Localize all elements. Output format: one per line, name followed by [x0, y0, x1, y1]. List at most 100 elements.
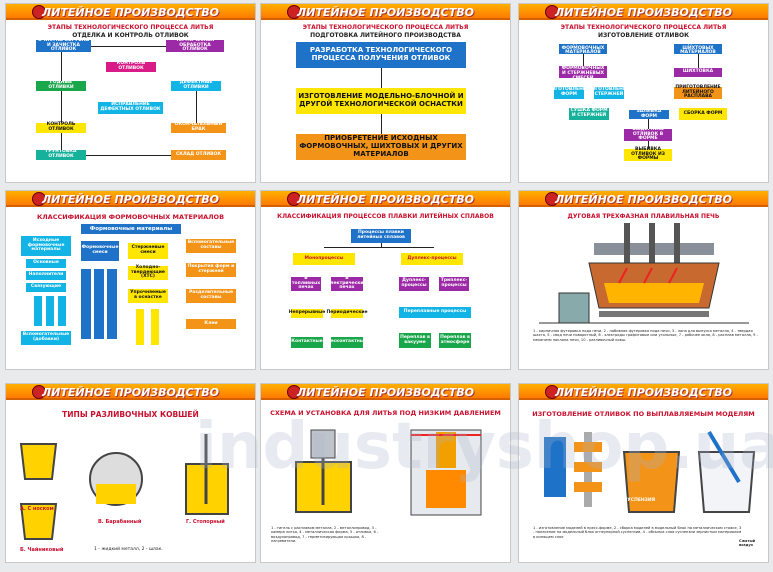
box-cores: ИЗГОТОВЛЕНИЕ СТЕРЖНЕЙ	[588, 87, 630, 99]
poster-investment-casting[interactable]: ЛИТЕЙНОЕ ПРОИЗВОДСТВО ИЗГОТОВЛЕНИЕ ОТЛИВ…	[518, 383, 769, 563]
box-core-mixes: Стержневые смеси	[128, 243, 168, 259]
low-pressure-caption: 1 - тигель с расплавом металла, 2 - мета…	[271, 526, 379, 543]
poster-ladle-types[interactable]: ЛИТЕЙНОЕ ПРОИЗВОДСТВО ТИПЫ РАЗЛИВОЧНЫХ К…	[5, 383, 256, 563]
box-vacuum: Переплав в вакууме	[399, 333, 431, 348]
poster-title: ТИПЫ РАЗЛИВОЧНЫХ КОВШЕЙ	[62, 410, 199, 419]
box-control-2: КОНТРОЛЬ ОТЛИВОК	[36, 122, 86, 133]
box-remelting: Переплавные процессы	[399, 307, 471, 318]
poster-title: ДУГОВАЯ ТРЕХФАЗНАЯ ПЛАВИЛЬНАЯ ПЕЧЬ	[567, 213, 720, 220]
box-glues: Клеи	[186, 319, 236, 329]
box-duplex: Дуплекс-процессы	[399, 277, 429, 291]
header-title: ЛИТЕЙНОЕ ПРОИЗВОДСТВО	[555, 193, 732, 206]
box-fillers: Наполнители	[26, 271, 66, 280]
logo-icon	[32, 385, 46, 399]
box-hardened: Упрочняемые в оснастке	[128, 289, 168, 303]
poster-header: ЛИТЕЙНОЕ ПРОИЗВОДСТВО	[519, 4, 768, 20]
logo-icon	[287, 5, 301, 19]
box-fuel: В топливных печах	[291, 275, 321, 291]
box-melt: ПРИГОТОВЛЕНИЕ ЛИТЕЙНОГО РАСПЛАВА	[674, 84, 722, 100]
box-triplex: Триплекс-процессы	[439, 277, 469, 291]
box-auxiliary: Вспомогательные составы	[186, 239, 236, 253]
poster-header: ЛИТЕЙНОЕ ПРОИЗВОДСТВО	[6, 191, 255, 207]
header-title: ЛИТЕЙНОЕ ПРОИЗВОДСТВО	[297, 6, 474, 19]
poster-header: ЛИТЕЙНОЕ ПРОИЗВОДСТВО	[519, 384, 768, 400]
box-molds: ИЗГОТОВЛЕНИЕ ФОРМ	[548, 87, 590, 99]
poster-title: ИЗГОТОВЛЕНИЕ ОТЛИВОК ПО ВЫПЛАВЛЯЕМЫМ МОД…	[532, 410, 755, 418]
ladle-v-label: В. Барабанный	[98, 519, 142, 525]
poster-preparation[interactable]: ЛИТЕЙНОЕ ПРОИЗВОДСТВО ЭТАПЫ ТЕХНОЛОГИЧЕС…	[260, 3, 511, 183]
box-assembly: СБОРКА ФОРМ	[679, 108, 727, 120]
ladle-g-label: Г. Стопорный	[186, 519, 225, 525]
poster-subtitle: ПОДГОТОВКА ЛИТЕЙНОГО ПРОИЗВОДСТВА	[310, 32, 461, 39]
box-contact: Контактные	[291, 337, 323, 348]
poster-subtitle: ОТДЕЛКА И КОНТРОЛЬ ОТЛИВОК	[72, 32, 189, 39]
box-separating: Разделительные составы	[186, 289, 236, 303]
box-control: КОНТРОЛЬ ОТЛИВОК	[106, 61, 156, 72]
box-charge-materials: ПОДГОТОВКА ШИХТОВЫХ МАТЕРИАЛОВ	[674, 41, 722, 55]
header-title: ЛИТЕЙНОЕ ПРОИЗВОДСТВО	[555, 386, 732, 399]
box-process-design: РАЗРАБОТКА ТЕХНОЛОГИЧЕСКОГО ПРОЦЕССА ПОЛ…	[296, 42, 466, 68]
box-melting-root: Процессы плавки литейных сплавов	[351, 229, 411, 243]
furnace-caption: 1 - кирпичная футеровка пода печи, 2 - н…	[533, 329, 758, 342]
header-title: ЛИТЕЙНОЕ ПРОИЗВОДСТВО	[297, 193, 474, 206]
box-contactless: Бесконтактные	[327, 337, 367, 348]
logo-icon	[32, 192, 46, 206]
poster-header: ЛИТЕЙНОЕ ПРОИЗВОДСТВО	[519, 191, 768, 207]
poster-title: ЭТАПЫ ТЕХНОЛОГИЧЕСКОГО ПРОЦЕССА ЛИТЬЯ	[560, 24, 727, 31]
logo-icon	[32, 5, 46, 19]
poster-title: ЭТАПЫ ТЕХНОЛОГИЧЕСКОГО ПРОЦЕССА ЛИТЬЯ	[47, 24, 214, 31]
box-molding-mixes: Формовочные смеси	[81, 241, 119, 261]
box-charging: ШИХТОВКА	[674, 68, 722, 77]
poster-casting-production[interactable]: ЛИТЕЙНОЕ ПРОИЗВОДСТВО ЭТАПЫ ТЕХНОЛОГИЧЕС…	[518, 3, 769, 183]
box-storage: СКЛАД ОТЛИВОК	[171, 150, 226, 160]
box-additives: Вспомогательные (добавки)	[21, 331, 71, 345]
box-drying: СУШКА ФОРМ И СТЕРЖНЕЙ	[569, 108, 609, 120]
poster-header: ЛИТЕЙНОЕ ПРОИЗВОДСТВО	[6, 384, 255, 400]
box-correction: ИСПРАВЛЕНИЕ ДЕФЕКТНЫХ ОТЛИВОК	[98, 102, 163, 114]
box-atmosphere: Переплав в атмосфере	[439, 333, 471, 348]
poster-low-pressure[interactable]: ЛИТЕЙНОЕ ПРОИЗВОДСТВО СХЕМА И УСТАНОВКА …	[260, 383, 511, 563]
poster-title: ЭТАПЫ ТЕХНОЛОГИЧЕСКОГО ПРОЦЕССА ЛИТЬЯ	[302, 24, 469, 31]
poster-melting-processes[interactable]: ЛИТЕЙНОЕ ПРОИЗВОДСТВО КЛАССИФИКАЦИЯ ПРОЦ…	[260, 190, 511, 370]
box-electric: В электрических печах	[327, 275, 367, 291]
box-defect: ДЕФЕКТНЫЕ ОТЛИВКИ	[171, 80, 221, 91]
poster-title: КЛАССИФИКАЦИЯ ФОРМОВОЧНЫХ МАТЕРИАЛОВ	[36, 213, 225, 221]
box-cleaning: ОЧИСТКА ОБРУБКА И ЗАЧИСТКА ОТЛИВОК	[36, 38, 91, 52]
box-holding: ВЫДЕРЖКА ОТЛИВОК В ФОРМЕ	[624, 127, 672, 141]
poster-header: ЛИТЕЙНОЕ ПРОИЗВОДСТВО	[261, 191, 510, 207]
box-tooling: ИЗГОТОВЛЕНИЕ МОДЕЛЬНО-БЛОЧНОЙ И ДРУГОЙ Т…	[296, 88, 466, 114]
box-raw: Исходные формовочные материалы	[21, 236, 71, 256]
header-title: ЛИТЕЙНОЕ ПРОИЗВОДСТВО	[555, 6, 732, 19]
box-molding-materials-root: Формовочные материалы	[81, 224, 181, 234]
poster-header: ЛИТЕЙНОЕ ПРОИЗВОДСТВО	[6, 4, 255, 20]
ladles-diagram	[19, 434, 229, 540]
box-xtc: Холодно-твердеющие (ХТС)	[128, 265, 168, 280]
header-title: ЛИТЕЙНОЕ ПРОИЗВОДСТВО	[42, 193, 219, 206]
box-materials: ПРИОБРЕТЕНИЕ ИСХОДНЫХ ФОРМОВОЧНЫХ, ШИХТО…	[296, 134, 466, 160]
box-molding-materials: ПОДГОТОВКА ФОРМОВОЧНЫХ МАТЕРИАЛОВ	[559, 41, 607, 55]
poster-header: ЛИТЕЙНОЕ ПРОИЗВОДСТВО	[261, 384, 510, 400]
header-title: ЛИТЕЙНОЕ ПРОИЗВОДСТВО	[42, 386, 219, 399]
poster-finishing-control[interactable]: ЛИТЕЙНОЕ ПРОИЗВОДСТВО ЭТАПЫ ТЕХНОЛОГИЧЕС…	[5, 3, 256, 183]
box-mixtures: ПРИГОТОВЛЕНИЕ ФОРМОВОЧНЫХ И СТЕРЖНЕВЫХ С…	[559, 61, 607, 81]
poster-molding-materials[interactable]: ЛИТЕЙНОЕ ПРОИЗВОДСТВО КЛАССИФИКАЦИЯ ФОРМ…	[5, 190, 256, 370]
arc-furnace-diagram	[539, 223, 749, 324]
poster-header: ЛИТЕЙНОЕ ПРОИЗВОДСТВО	[261, 4, 510, 20]
header-title: ЛИТЕЙНОЕ ПРОИЗВОДСТВО	[42, 6, 219, 19]
box-mono: Монопроцессы	[293, 253, 355, 265]
ladles-caption: 1 - жидкий металл, 2 - шлак.	[94, 547, 163, 552]
box-duplex-header: Дуплекс-процессы	[401, 253, 463, 265]
ladle-a-label: А. С носком	[20, 506, 54, 512]
box-coatings: Покрытия форм и стержней	[186, 263, 236, 277]
logo-icon	[545, 192, 559, 206]
poster-subtitle: ИЗГОТОВЛЕНИЕ ОТЛИВОК	[597, 32, 690, 39]
poster-title: СХЕМА И УСТАНОВКА ДЛЯ ЛИТЬЯ ПОД НИЗКИМ Д…	[270, 409, 501, 417]
compressed-air-label: Сжатый воздух	[739, 539, 756, 547]
ladle-b-label: Б. Чайниковый	[20, 547, 64, 553]
poster-arc-furnace[interactable]: ЛИТЕЙНОЕ ПРОИЗВОДСТВО ДУГОВАЯ ТРЕХФАЗНАЯ…	[518, 190, 769, 370]
box-periodic: Периодические	[326, 309, 368, 318]
box-heat-treatment: ТЕРМИЧЕСКАЯ ОБРАБОТКА ОТЛИВОК	[166, 38, 224, 52]
investment-casting-caption: 1 - изготовление моделей в пресс-форме, …	[533, 526, 742, 539]
box-priming: ГРУНТОВКА ОТЛИВОК	[36, 149, 86, 160]
box-pouring: ЗАЛИВКА ФОРМ	[629, 109, 669, 119]
